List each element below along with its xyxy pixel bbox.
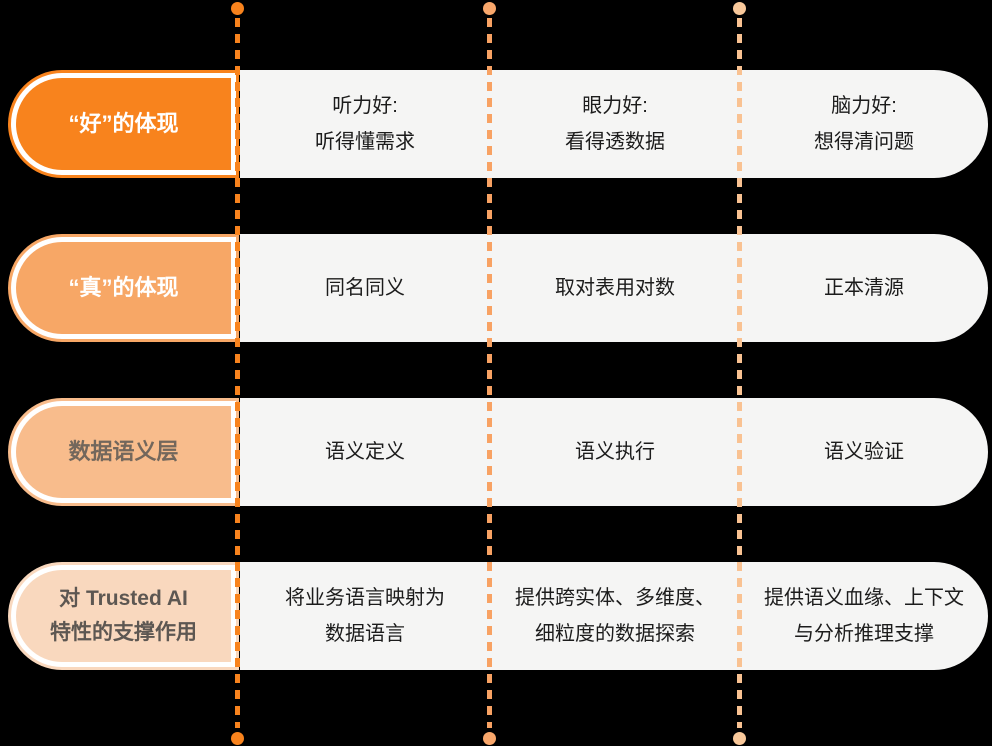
cell-line: 同名同义 <box>325 277 405 299</box>
cell-listening: 听力好: 听得懂需求 <box>240 70 490 178</box>
label-line: “真”的体现 <box>68 275 179 300</box>
row-label-text: 数据语义层 <box>16 406 231 498</box>
label-line: 数据语义层 <box>68 439 179 464</box>
cell-line: 提供跨实体、多维度、 <box>515 587 715 609</box>
cell-line: 提供语义血缘、上下文 <box>764 587 964 609</box>
cell-map-business-language: 将业务语言映射为 数据语言 <box>240 562 490 670</box>
label-line: “好”的体现 <box>68 111 179 136</box>
dotted-guide-line-1 <box>235 18 240 728</box>
content-row-trusted-ai-support: 将业务语言映射为 数据语言 提供跨实体、多维度、 细粒度的数据探索 提供语义血缘… <box>240 562 988 670</box>
cell-line: 细粒度的数据探索 <box>535 623 695 645</box>
dotted-guide-line-2 <box>487 18 492 728</box>
dotted-guide-line-3 <box>737 18 742 728</box>
cell-same-name: 同名同义 <box>240 234 490 342</box>
cell-data-exploration: 提供跨实体、多维度、 细粒度的数据探索 <box>490 562 740 670</box>
cell-line: 想得清问题 <box>814 131 914 153</box>
label-line: 对 Trusted AI <box>59 587 188 610</box>
row-label-text: “好”的体现 <box>16 78 231 170</box>
pill-white-ring: “好”的体现 <box>11 73 236 175</box>
content-row-true: 同名同义 取对表用对数 正本清源 <box>240 234 988 342</box>
cell-line: 看得透数据 <box>565 131 665 153</box>
cell-line: 听力好: <box>332 95 398 117</box>
label-line: 特性的支撑作用 <box>50 621 197 644</box>
cell-clean-source: 正本清源 <box>740 234 988 342</box>
row-label-pill-good: “好”的体现 <box>8 70 239 178</box>
cell-line: 语义定义 <box>325 441 405 463</box>
row-label-pill-semantic-layer: 数据语义层 <box>8 398 239 506</box>
guide-dot-bottom-2 <box>483 732 496 745</box>
cell-semantic-definition: 语义定义 <box>240 398 490 506</box>
cell-semantic-validation: 语义验证 <box>740 398 988 506</box>
pill-white-ring: 数据语义层 <box>11 401 236 503</box>
cell-line: 听得懂需求 <box>315 131 415 153</box>
cell-right-table: 取对表用对数 <box>490 234 740 342</box>
cell-line: 与分析推理支撑 <box>794 623 934 645</box>
cell-line: 数据语言 <box>325 623 405 645</box>
guide-dot-bottom-3 <box>733 732 746 745</box>
cell-line: 正本清源 <box>824 277 904 299</box>
cell-lineage-context: 提供语义血缘、上下文 与分析推理支撑 <box>740 562 988 670</box>
row-label-text: “真”的体现 <box>16 242 231 334</box>
content-row-semantic-layer: 语义定义 语义执行 语义验证 <box>240 398 988 506</box>
guide-dot-top-2 <box>483 2 496 15</box>
guide-dot-top-3 <box>733 2 746 15</box>
guide-dot-bottom-1 <box>231 732 244 745</box>
cell-line: 语义验证 <box>824 441 904 463</box>
cell-line: 取对表用对数 <box>555 277 675 299</box>
cell-thinking: 脑力好: 想得清问题 <box>740 70 988 178</box>
content-row-good: 听力好: 听得懂需求 眼力好: 看得透数据 脑力好: 想得清问题 <box>240 70 988 178</box>
row-label-pill-true: “真”的体现 <box>8 234 239 342</box>
pill-white-ring: “真”的体现 <box>11 237 236 339</box>
guide-dot-top-1 <box>231 2 244 15</box>
cell-semantic-execution: 语义执行 <box>490 398 740 506</box>
row-label-text: 对 Trusted AI 特性的支撑作用 <box>16 570 231 662</box>
cell-seeing: 眼力好: 看得透数据 <box>490 70 740 178</box>
cell-line: 语义执行 <box>575 441 655 463</box>
row-label-pill-trusted-ai-support: 对 Trusted AI 特性的支撑作用 <box>8 562 239 670</box>
pill-white-ring: 对 Trusted AI 特性的支撑作用 <box>11 565 236 667</box>
cell-line: 眼力好: <box>582 95 648 117</box>
cell-line: 脑力好: <box>831 95 897 117</box>
cell-line: 将业务语言映射为 <box>285 587 445 609</box>
